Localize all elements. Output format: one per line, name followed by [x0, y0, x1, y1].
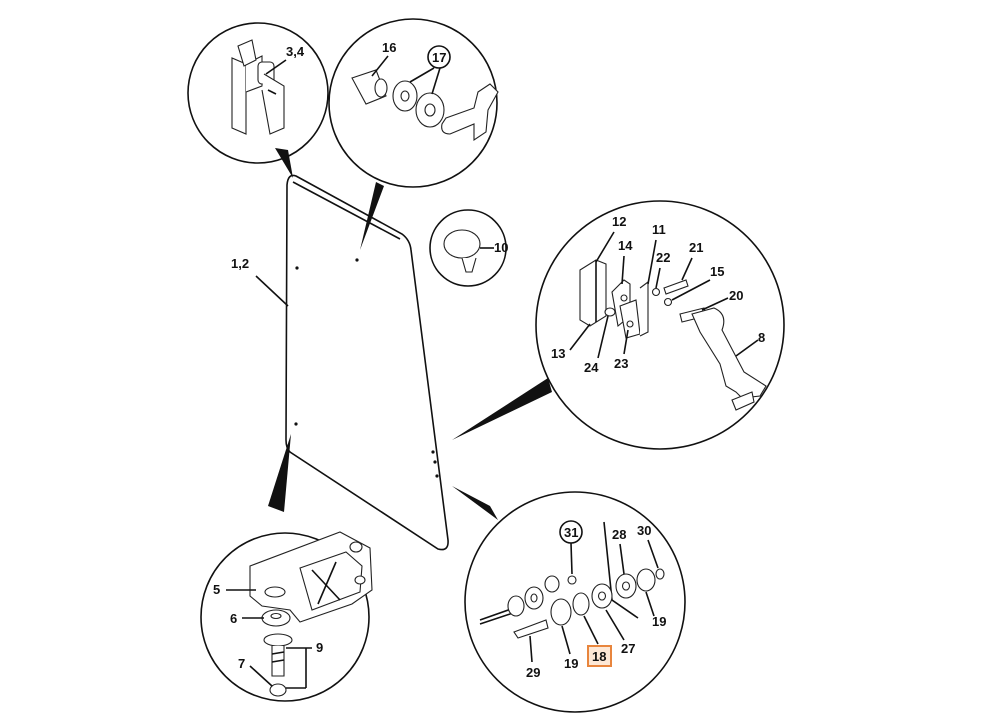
label-27: 27 [621, 641, 635, 656]
highlighted-part-18 [587, 645, 612, 667]
label-11: 11 [652, 222, 666, 237]
label-7: 7 [238, 656, 245, 671]
label-21: 21 [689, 240, 703, 255]
label-6: 6 [230, 611, 237, 626]
label-10: 10 [494, 240, 508, 255]
glass-panel [285, 174, 449, 551]
label-23: 23 [614, 356, 628, 371]
label-19-left: 19 [564, 656, 578, 671]
label-22: 22 [656, 250, 670, 265]
callout-plug: 10 [429, 209, 508, 287]
callout-handle: 16 17 [328, 18, 499, 188]
label-20: 20 [729, 288, 743, 303]
label-glass: 1,2 [231, 256, 289, 307]
label-14: 14 [618, 238, 633, 253]
label-28: 28 [612, 527, 626, 542]
callout-pointers [268, 148, 552, 520]
label-13: 13 [551, 346, 565, 361]
circled-marker-17 [427, 45, 451, 69]
label-12: 12 [612, 214, 626, 229]
label-9: 9 [316, 640, 323, 655]
label-24: 24 [584, 360, 599, 375]
label-29: 29 [526, 665, 540, 680]
callout-hinge-top: 3,4 [187, 22, 329, 164]
label-15: 15 [710, 264, 724, 279]
label-3-4: 3,4 [286, 44, 305, 59]
label-30: 30 [637, 523, 651, 538]
callout-damper: 31 28 30 19 29 19 18 27 [464, 491, 686, 713]
label-5: 5 [213, 582, 220, 597]
label-16: 16 [382, 40, 396, 55]
label-17: 17 [432, 50, 446, 65]
callout-hinge-bottom: 5 6 7 9 [200, 531, 373, 702]
label-19-right: 19 [652, 614, 666, 629]
label-31: 31 [564, 525, 578, 540]
label-8: 8 [758, 330, 765, 345]
label-1-2: 1,2 [231, 256, 249, 271]
callout-strut: 12 14 11 22 21 15 20 13 24 23 8 [535, 200, 785, 450]
label-18: 18 [592, 649, 606, 664]
